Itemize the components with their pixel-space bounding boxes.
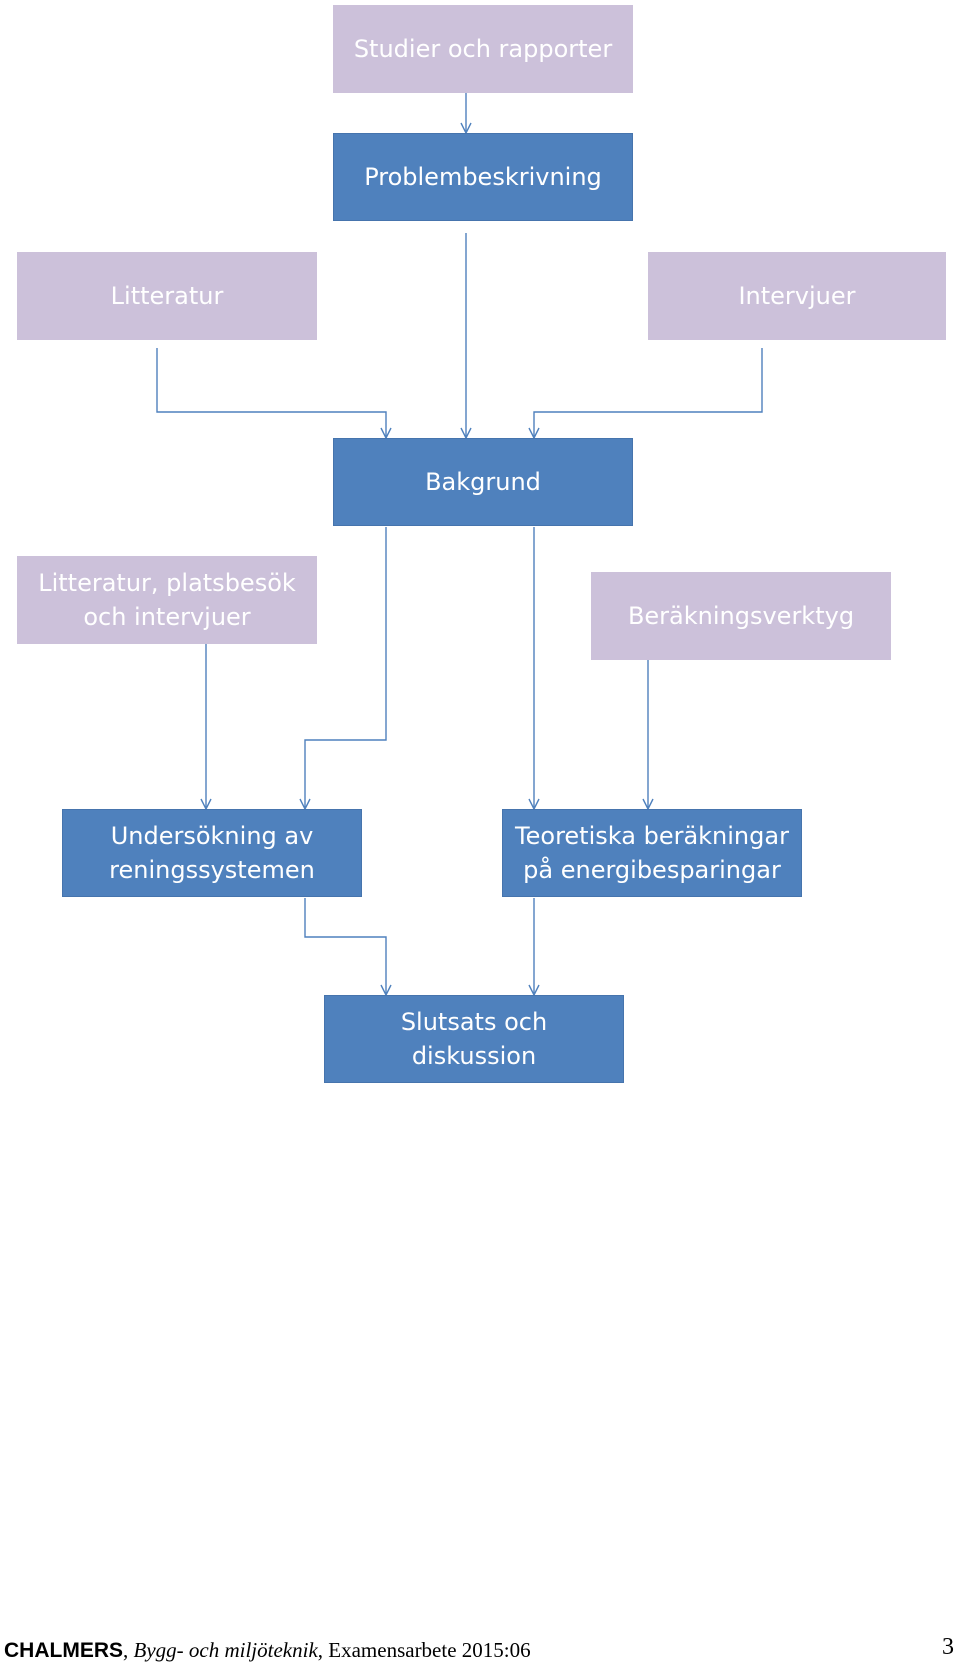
node-studier-och-rapporter: Studier och rapporter	[333, 5, 633, 93]
page-footer: CHALMERS, Bygg- och miljöteknik, Examens…	[4, 1638, 531, 1663]
node-bakgrund: Bakgrund	[333, 438, 633, 526]
node-label: Studier och rapporter	[353, 35, 613, 63]
footer-separator: ,	[123, 1638, 134, 1662]
footer-separator: ,	[317, 1638, 329, 1662]
edge-bakgrund-undersokning	[305, 527, 387, 809]
node-label: Problembeskrivning	[364, 163, 602, 191]
footer-department: Bygg- och miljöteknik	[133, 1638, 318, 1662]
node-berakningsverktyg: Beräkningsverktyg	[591, 572, 891, 660]
node-litteratur-platsbesok-och-intervjuer: Litteratur, platsbesök och intervjuer	[17, 556, 317, 644]
node-teoretiska-berakningar: Teoretiska beräkningar på energibesparin…	[502, 809, 802, 897]
node-intervjuer: Intervjuer	[648, 252, 946, 340]
edge-intervjuer-bakgrund	[534, 348, 763, 438]
node-label: Litteratur	[110, 282, 224, 310]
node-label: Beräkningsverktyg	[627, 602, 855, 630]
footer-org: CHALMERS	[4, 1639, 123, 1662]
node-litteratur: Litteratur	[17, 252, 317, 340]
node-label: Teoretiska beräkningar på energibesparin…	[515, 822, 789, 884]
node-problembeskrivning: Problembeskrivning	[333, 133, 633, 221]
page-number: 3	[942, 1634, 954, 1660]
footer-thesis-id: Examensarbete 2015:06	[328, 1638, 531, 1662]
node-label: Intervjuer	[738, 282, 856, 310]
node-label: Undersökning av reningssystemen	[109, 822, 315, 884]
node-undersokning-av-reningssystemen: Undersökning av reningssystemen	[62, 809, 362, 897]
node-label: Slutsats och diskussion	[400, 1008, 548, 1070]
node-slutsats-och-diskussion: Slutsats och diskussion	[324, 995, 624, 1083]
node-label: Bakgrund	[425, 468, 541, 496]
edge-undersokning-slutsats	[304, 898, 386, 995]
edge-litteratur-bakgrund	[156, 348, 386, 438]
node-label: Litteratur, platsbesök och intervjuer	[38, 569, 296, 631]
